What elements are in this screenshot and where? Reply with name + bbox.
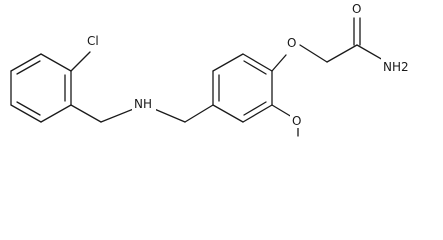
cl-label-bg xyxy=(86,32,108,50)
ring-b-double-bond xyxy=(243,60,267,75)
n-c-bond xyxy=(151,107,186,123)
ch2-c-bond xyxy=(326,44,358,63)
ether-o-label-bg xyxy=(285,34,299,52)
ring-a-bond xyxy=(40,53,72,72)
methoxy-o-label-bg xyxy=(290,112,304,128)
amide-nh2-label: NH2 xyxy=(383,60,409,74)
carbonyl-oxygen-label: O xyxy=(352,2,361,16)
o-ch2-bond xyxy=(299,44,328,63)
ring-b-bond xyxy=(242,104,273,123)
benzyl-bond xyxy=(184,104,214,123)
ether-oxygen-label: O xyxy=(287,36,296,50)
ring-b-bond xyxy=(242,53,273,72)
c-o-ether-bond xyxy=(271,54,287,72)
ring-a-bond xyxy=(10,53,42,72)
ring-b-double-bond xyxy=(243,101,267,116)
carbonyl-o-label-bg xyxy=(350,0,364,16)
c-n-amide-bond xyxy=(356,44,384,61)
methoxy-oxygen-label: O xyxy=(292,114,301,128)
atom-label-layer: Cl NH O O NH2 O xyxy=(86,0,421,128)
amine-nh-label: NH xyxy=(134,97,152,111)
nh-label-bg xyxy=(132,95,156,113)
c-cl-bond xyxy=(70,51,91,72)
ring-a-bond xyxy=(40,104,72,123)
ring-a-double-bond xyxy=(16,101,41,116)
ring-b-bond xyxy=(212,53,244,72)
c-o-methoxy-bond xyxy=(271,104,293,118)
ring-a-double-bond xyxy=(16,60,41,75)
bond-layer xyxy=(10,17,384,137)
ring-a-bond xyxy=(10,104,42,123)
amide-n-label-bg xyxy=(381,57,421,75)
ring-b-bond xyxy=(212,104,244,123)
chemical-structure-diagram: Cl NH O O NH2 O xyxy=(10,0,421,137)
benzyl-bond xyxy=(70,104,102,123)
chlorine-label: Cl xyxy=(87,34,99,48)
c-n-bond xyxy=(100,107,137,123)
